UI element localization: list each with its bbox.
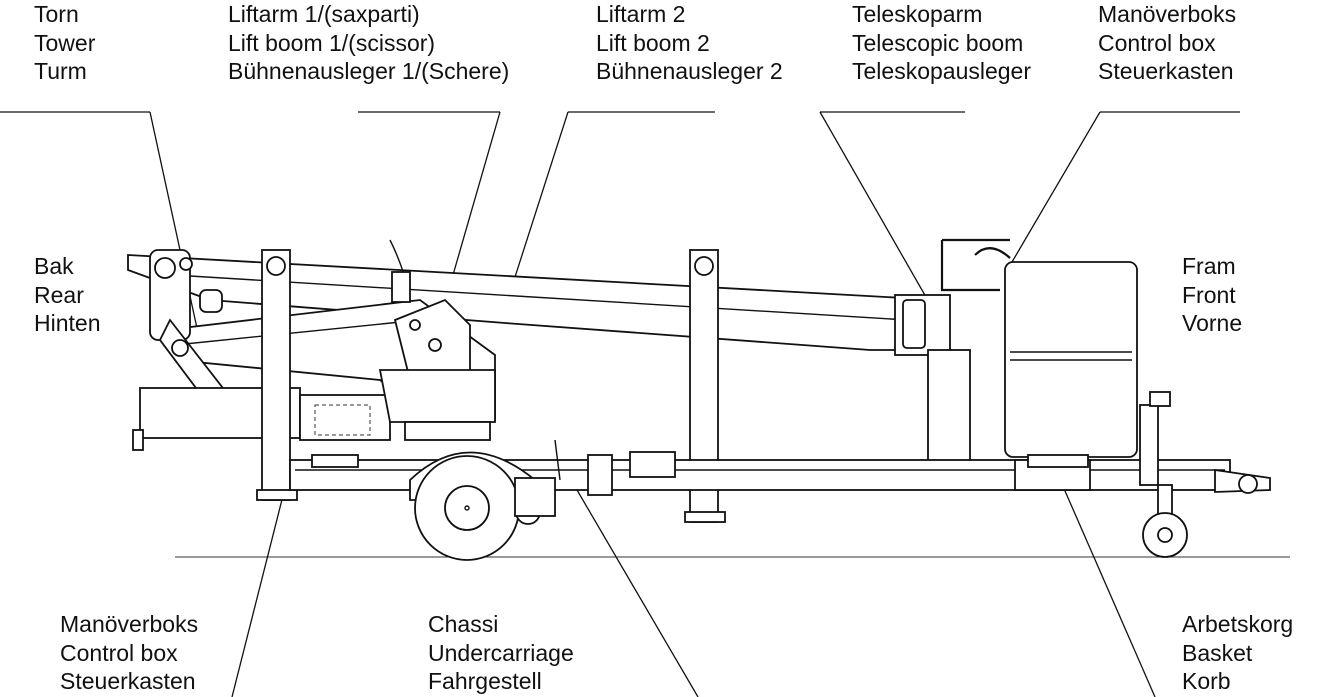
leader-lines (0, 111, 1240, 697)
label-lift-boom-1: Liftarm 1/(saxparti)Lift boom 1/(scissor… (228, 1, 510, 84)
boom-assembly (127, 239, 973, 523)
basket (940, 238, 1138, 468)
rear-wheel (409, 439, 561, 561)
